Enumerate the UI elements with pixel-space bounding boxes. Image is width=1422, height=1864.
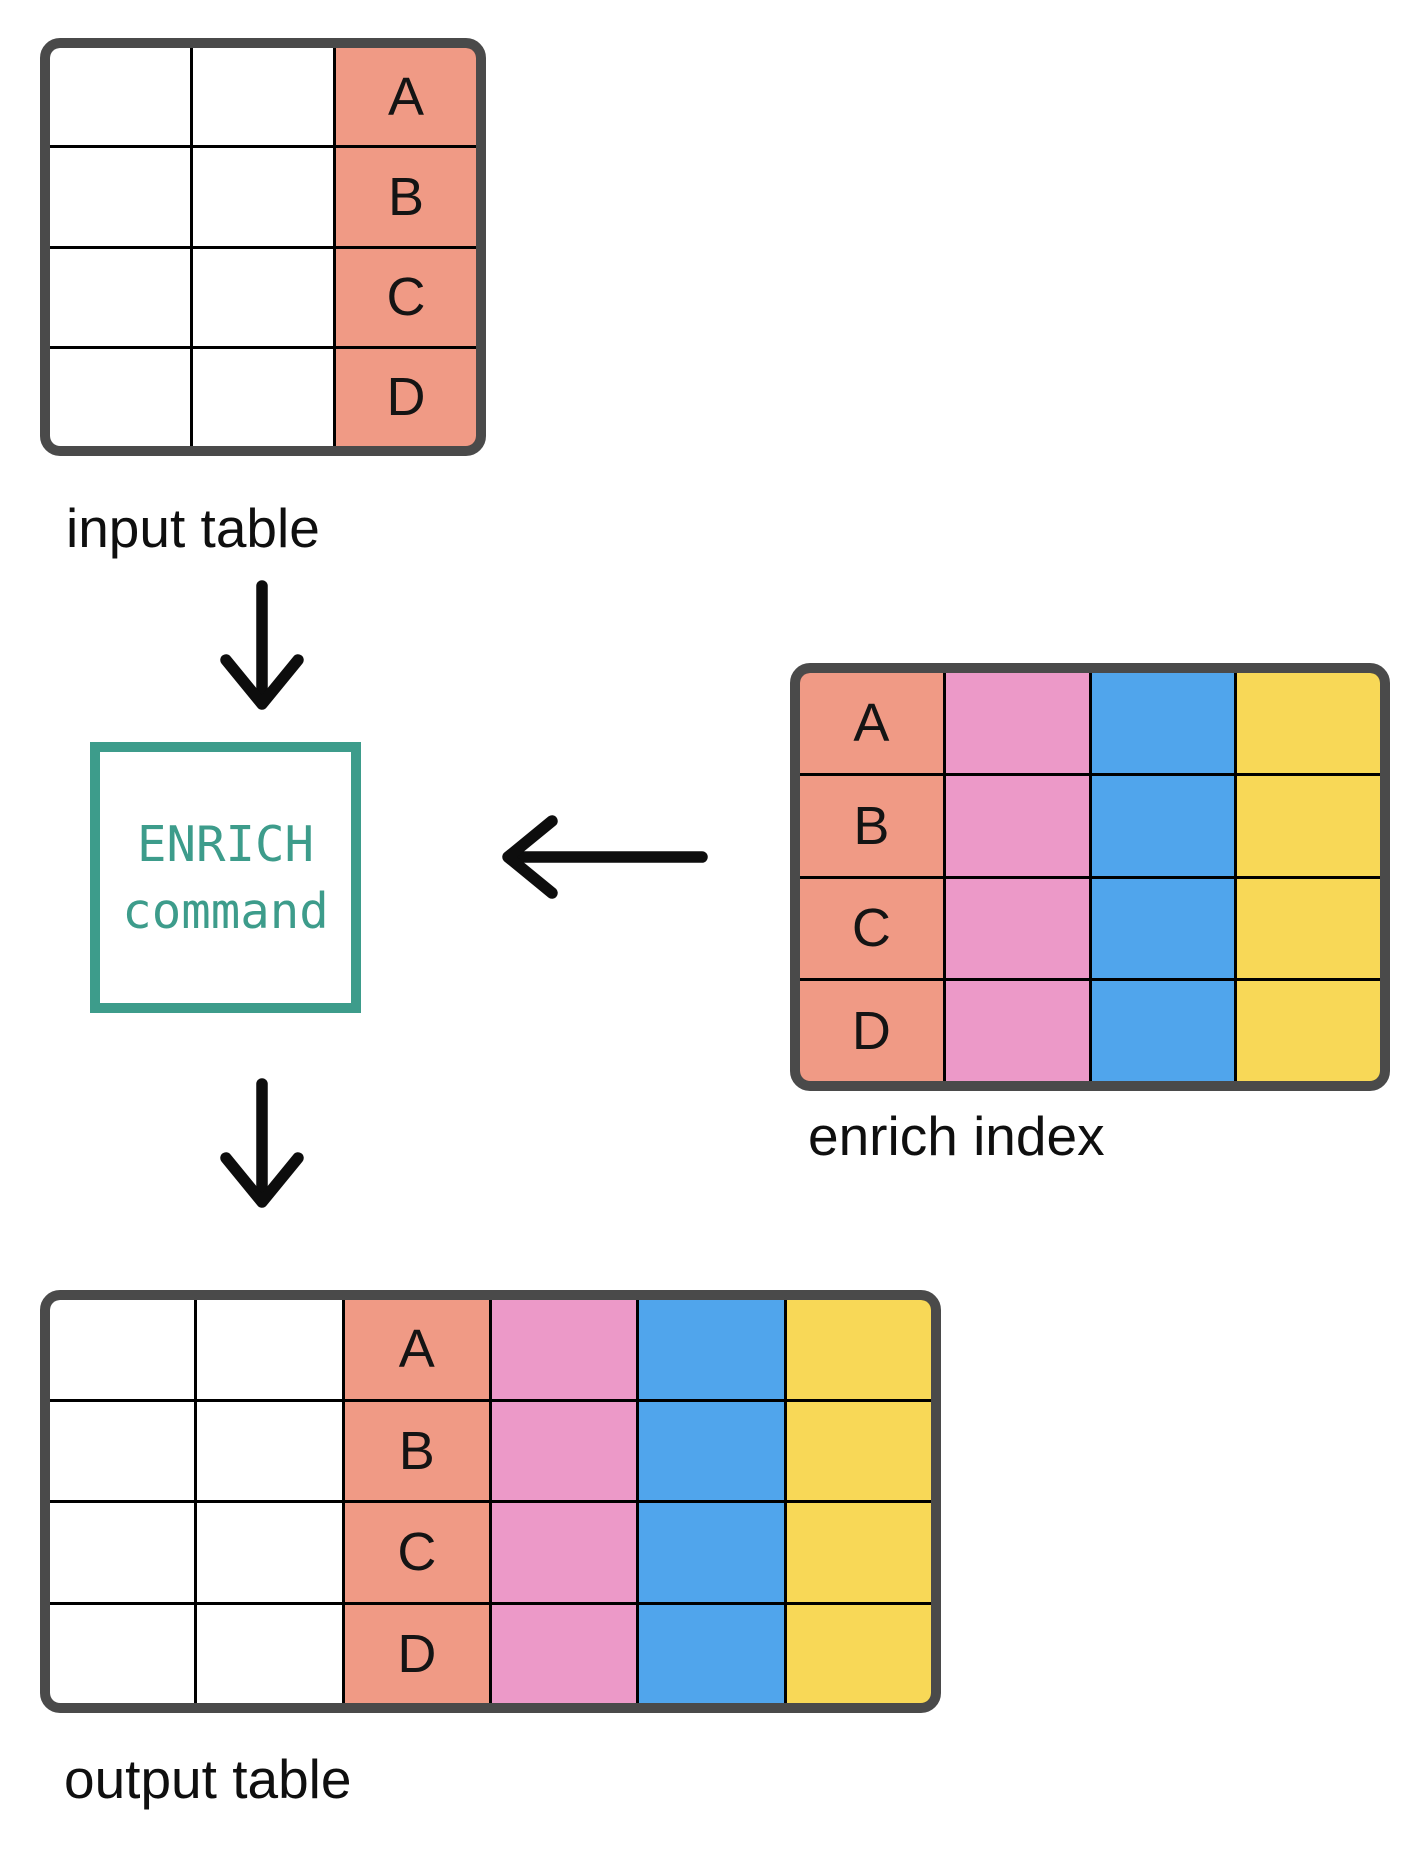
output-table-cell-r1-c3: A [344, 1300, 489, 1399]
enrich-index-table-cell-r4-c4 [1237, 981, 1380, 1081]
output-table-cell-r3-c3: C [344, 1503, 489, 1602]
enrich-command-subtitle: command [122, 882, 329, 940]
enrich-index-table-cell-r4-c1: D [800, 981, 943, 1081]
output-table-cell-r4-c6 [786, 1604, 931, 1703]
output-table-cell-r2-c6 [786, 1401, 931, 1500]
output-table-cell-r2-c2 [197, 1401, 342, 1500]
enrich-index-table-cell-r2-c3 [1091, 775, 1235, 876]
output-table-cell-r4-c2 [197, 1604, 342, 1703]
enrich-command-box: ENRICH command [90, 742, 361, 1013]
input-table-label: input table [66, 497, 320, 559]
enrich-index-table-cell-r4-c3 [1091, 981, 1235, 1081]
enrich-index-table-cell-r1-c3 [1091, 673, 1235, 773]
output-table-cell-r1-c1 [50, 1300, 195, 1399]
output-table-cell-r1-c4 [491, 1300, 637, 1399]
output-table-cell-r4-c3: D [344, 1604, 489, 1703]
enrich-index-table-cell-r3-c1: C [800, 878, 943, 979]
enrich-index-table-cell-r2-c4 [1237, 775, 1380, 876]
enrich-index-table-cell-r1-c2 [945, 673, 1089, 773]
enrich-index-table-cell-r1-c4 [1237, 673, 1380, 773]
input-table-cell-r2-c3: B [336, 148, 476, 246]
input-table-cell-r4-c3: D [336, 348, 476, 446]
input-table-cell-r4-c2 [193, 348, 333, 446]
output-table-cell-r1-c6 [786, 1300, 931, 1399]
output-table-cell-r3-c2 [197, 1503, 342, 1602]
output-table-cell-r2-c5 [639, 1401, 784, 1500]
left-arrow-index-to-enrich-icon [502, 815, 708, 899]
input-table-cell-r1-c2 [193, 48, 333, 146]
input-table-cell-r1-c3: A [336, 48, 476, 146]
output-table-cell-r4-c4 [491, 1604, 637, 1703]
down-arrow-enrich-to-output-icon [220, 1078, 304, 1208]
input-table-cell-r3-c1 [50, 248, 190, 346]
enrich-command-title: ENRICH [136, 815, 314, 873]
enrich-index-table-cell-r4-c2 [945, 981, 1089, 1081]
enrich-index-table-cell-r3-c3 [1091, 878, 1235, 979]
enrich-index-table-cell-r3-c4 [1237, 878, 1380, 979]
input-table-cell-r4-c1 [50, 348, 190, 446]
output-table-cell-r3-c5 [639, 1503, 784, 1602]
input-table-cell-r3-c3: C [336, 248, 476, 346]
down-arrow-input-to-enrich-icon [220, 580, 304, 710]
enrich-index-table-cell-r1-c1: A [800, 673, 943, 773]
output-table-cell-r2-c3: B [344, 1401, 489, 1500]
output-table-cell-r1-c5 [639, 1300, 784, 1399]
input-table-cell-r3-c2 [193, 248, 333, 346]
output-table-cell-r2-c4 [491, 1401, 637, 1500]
output-table-cell-r3-c6 [786, 1503, 931, 1602]
output-table-cell-r3-c4 [491, 1503, 637, 1602]
enrich-index-table-cell-r3-c2 [945, 878, 1089, 979]
output-table-cell-r3-c1 [50, 1503, 195, 1602]
input-table-cell-r2-c1 [50, 148, 190, 246]
output-table-cell-r4-c5 [639, 1604, 784, 1703]
input-table-cell-r2-c2 [193, 148, 333, 246]
output-table-label: output table [64, 1748, 352, 1810]
enrich-index-table-cell-r2-c1: B [800, 775, 943, 876]
enrich-index-table-cell-r2-c2 [945, 775, 1089, 876]
input-table-cell-r1-c1 [50, 48, 190, 146]
enrich-index-label: enrich index [808, 1105, 1105, 1167]
output-table-cell-r4-c1 [50, 1604, 195, 1703]
output-table-cell-r2-c1 [50, 1401, 195, 1500]
output-table-cell-r1-c2 [197, 1300, 342, 1399]
